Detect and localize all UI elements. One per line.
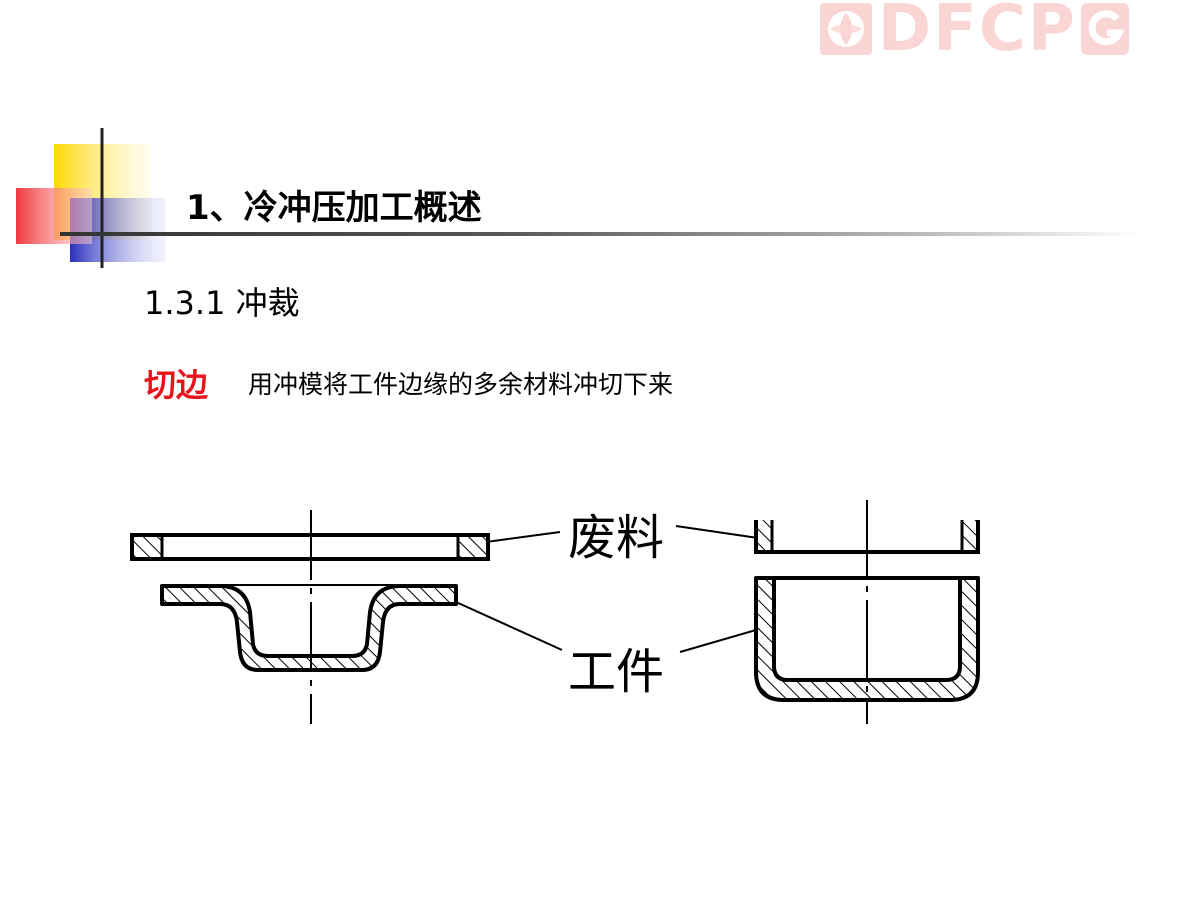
scrap-label: 废料 — [568, 510, 664, 566]
scrap-leader-left — [485, 531, 561, 543]
logo-emblem-icon — [820, 3, 872, 55]
title-decoration — [16, 128, 166, 268]
workpiece-leader-left — [455, 601, 563, 651]
logo-g-icon — [1080, 3, 1129, 55]
definition-line: 切边 用冲模将工件边缘的多余材料冲切下来 — [144, 360, 673, 406]
term-label: 切边 — [144, 366, 209, 404]
section-heading: 1.3.1 冲裁 — [144, 284, 300, 322]
logo-text: DFCP — [878, 0, 1077, 66]
workpiece-leader-right — [679, 629, 757, 653]
workpiece-label: 工件 — [568, 644, 664, 700]
trimming-diagram: 废料 工件 — [130, 500, 980, 724]
scrap-leader-right — [675, 525, 759, 539]
company-logo: DFCP — [818, 0, 1200, 66]
term-definition: 用冲模将工件边缘的多余材料冲切下来 — [248, 370, 674, 399]
left-workpiece — [160, 584, 458, 672]
title-underline — [60, 232, 1140, 236]
slide-title: 1、冷冲压加工概述 — [186, 188, 482, 228]
